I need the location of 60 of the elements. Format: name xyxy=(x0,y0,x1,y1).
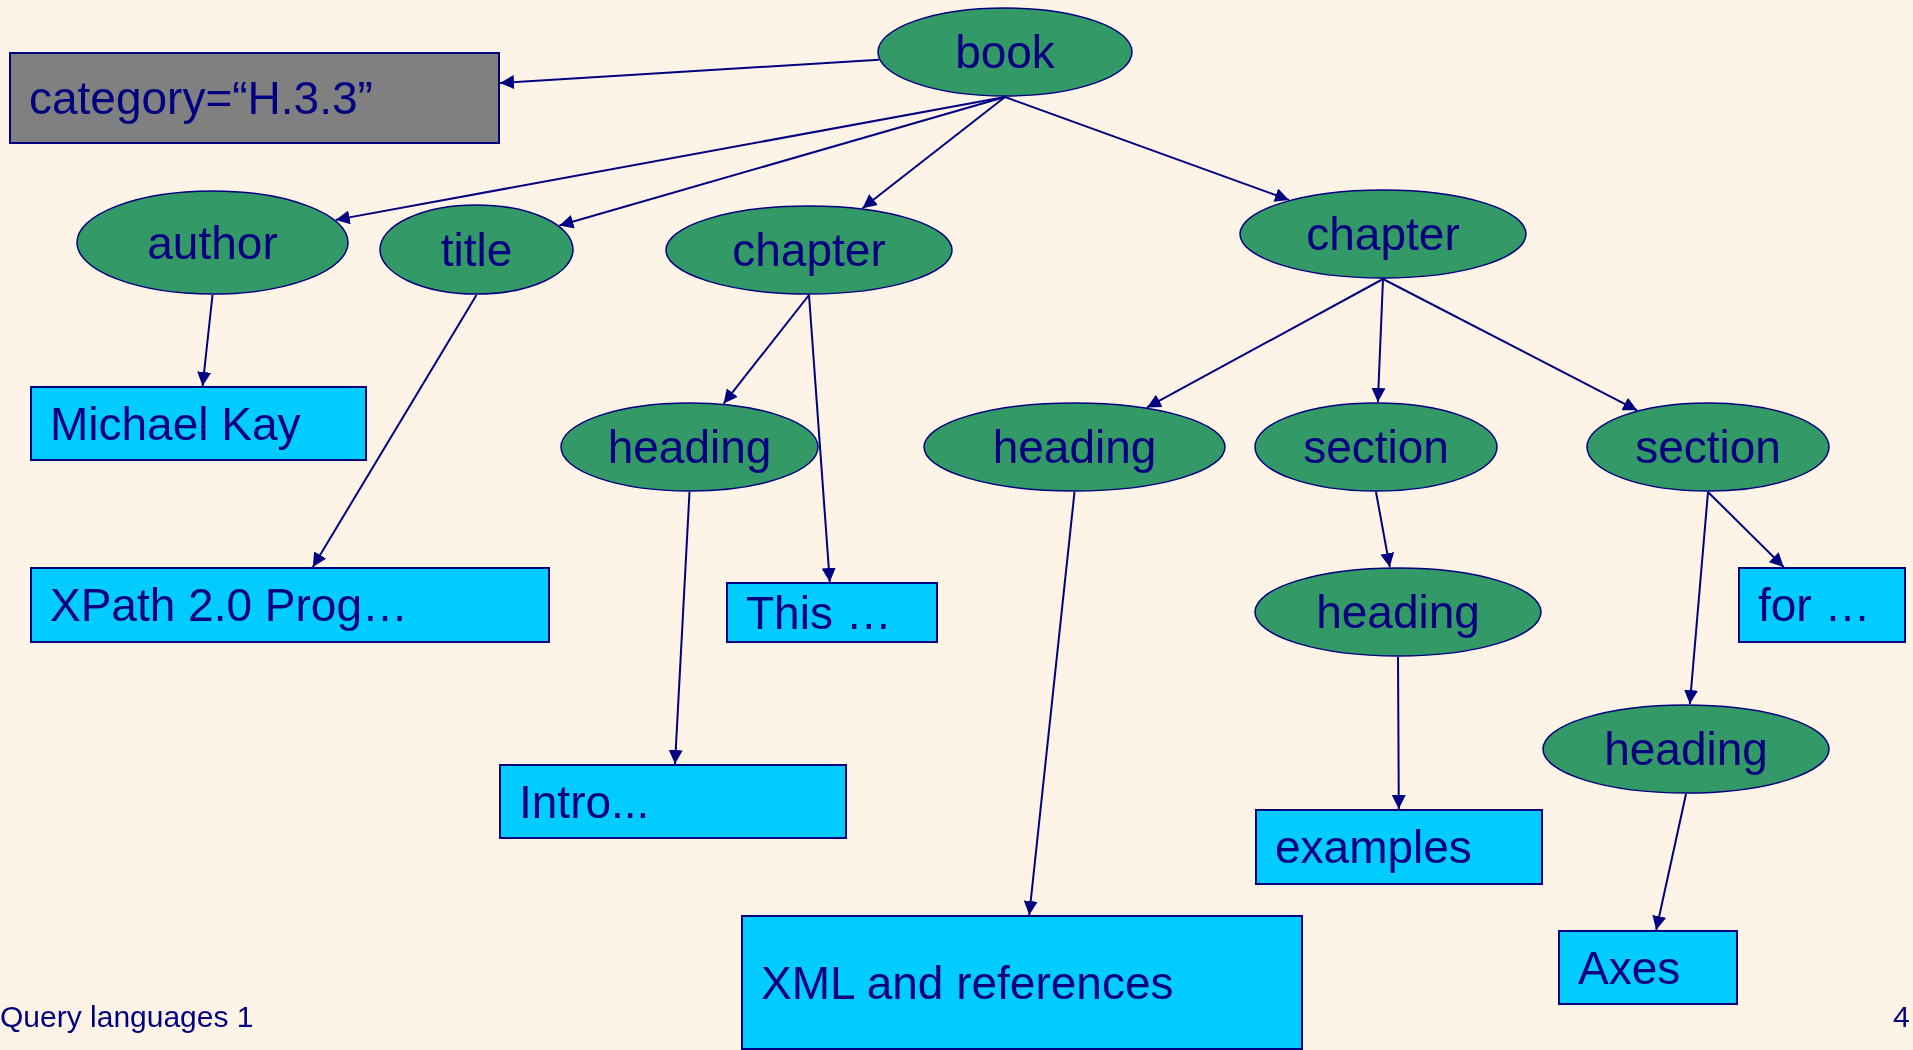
text-value-box xyxy=(1738,567,1906,643)
arrow xyxy=(1684,491,1709,705)
element-ellipse xyxy=(1239,189,1527,279)
element-ellipse xyxy=(665,205,953,295)
arrow xyxy=(311,294,478,568)
node-label: author xyxy=(147,215,278,270)
page-number: 4 xyxy=(1893,1000,1910,1034)
node-label: This … xyxy=(746,585,892,640)
text-value-box xyxy=(30,567,550,643)
node-label: XML and references xyxy=(761,955,1174,1010)
arrow xyxy=(668,491,691,765)
footer-text: Query languages 1 xyxy=(0,1000,254,1034)
element-ellipse xyxy=(923,402,1226,492)
node-label: heading xyxy=(992,420,1157,474)
node-label: Intro... xyxy=(519,774,650,829)
text-value-box xyxy=(30,386,367,461)
arrow xyxy=(722,294,810,405)
node-label: heading xyxy=(1604,722,1768,776)
arrow xyxy=(558,96,1006,229)
node-label: XPath 2.0 Prog… xyxy=(50,578,408,632)
element-ellipse xyxy=(1586,402,1830,492)
arrow xyxy=(1375,491,1395,569)
arrow xyxy=(1707,491,1785,568)
element-ellipse xyxy=(1254,402,1498,492)
arrow xyxy=(1391,656,1406,810)
text-value-box xyxy=(726,582,938,643)
node-label: examples xyxy=(1275,820,1472,874)
node-label: title xyxy=(440,222,513,277)
element-ellipse xyxy=(379,204,574,295)
node-label: heading xyxy=(607,420,772,474)
node-label: chapter xyxy=(1306,207,1460,261)
element-ellipse xyxy=(877,7,1133,97)
arrow xyxy=(1146,278,1384,409)
node-label: for … xyxy=(1758,578,1871,632)
node-label: Michael Kay xyxy=(50,396,301,451)
arrow xyxy=(808,294,836,583)
arrow xyxy=(499,58,880,90)
node-label: chapter xyxy=(732,223,886,277)
node-label: section xyxy=(1635,420,1781,474)
text-value-box xyxy=(1255,809,1543,885)
node-label: section xyxy=(1303,420,1449,474)
element-ellipse xyxy=(76,190,349,295)
arrow xyxy=(1371,278,1386,403)
node-label: heading xyxy=(1316,585,1480,639)
element-ellipse xyxy=(1542,704,1830,794)
node-label: Axes xyxy=(1578,940,1681,995)
arrow xyxy=(1652,793,1687,931)
node-label: book xyxy=(955,25,1055,79)
arrow xyxy=(1004,96,1290,202)
node-label: category=“H.3.3” xyxy=(29,71,373,125)
arrow xyxy=(1382,278,1639,412)
element-ellipse xyxy=(1254,567,1542,657)
text-value-box xyxy=(499,764,847,839)
arrow xyxy=(861,96,1006,210)
arrow xyxy=(197,294,214,387)
element-ellipse xyxy=(560,402,819,492)
attribute-box xyxy=(9,52,500,144)
text-value-box xyxy=(1558,930,1738,1005)
arrow xyxy=(1023,491,1076,916)
text-value-box xyxy=(741,915,1303,1050)
